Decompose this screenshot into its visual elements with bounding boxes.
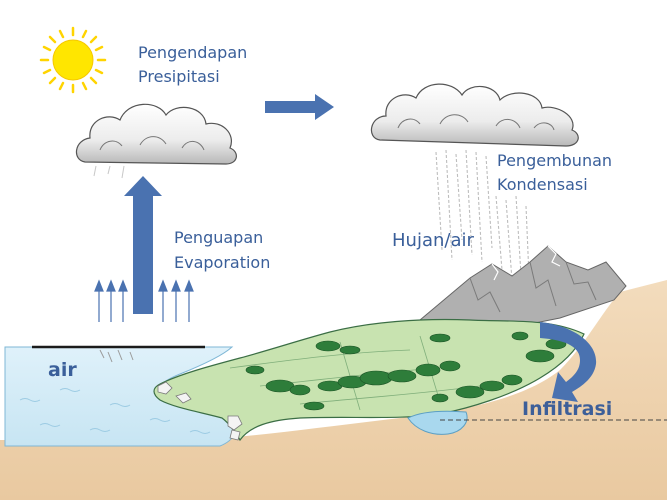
vapor-ticks: [99, 349, 134, 363]
trees: [245, 331, 567, 411]
arrow-icon: [265, 94, 334, 120]
arrow-icon: [540, 322, 597, 402]
label-infiltration: Infiltrasi: [522, 398, 613, 420]
label-condensation-en: Kondensasi: [497, 175, 588, 194]
sun-icon: [39, 26, 107, 94]
label-rain: Hujan/air: [392, 230, 474, 251]
label-evaporation-id: Penguapan: [174, 228, 264, 247]
cloud-icon: [370, 83, 579, 147]
evaporation-arrows: [94, 279, 194, 322]
arrow-icon: [124, 176, 162, 314]
coast-rocks: [157, 381, 243, 441]
label-condensation-id: Pengembunan: [497, 151, 613, 170]
sea-waves: [19, 388, 211, 434]
cloud-icon: [76, 103, 237, 179]
mountains: [418, 245, 627, 331]
groundwater: [407, 410, 468, 435]
label-precipitation-id: Pengendapan: [138, 43, 248, 62]
label-precipitation-en: Presipitasi: [138, 67, 220, 86]
label-water: air: [48, 359, 77, 381]
rain-streaks: [435, 149, 531, 333]
label-evaporation-en: Evaporation: [174, 253, 271, 272]
